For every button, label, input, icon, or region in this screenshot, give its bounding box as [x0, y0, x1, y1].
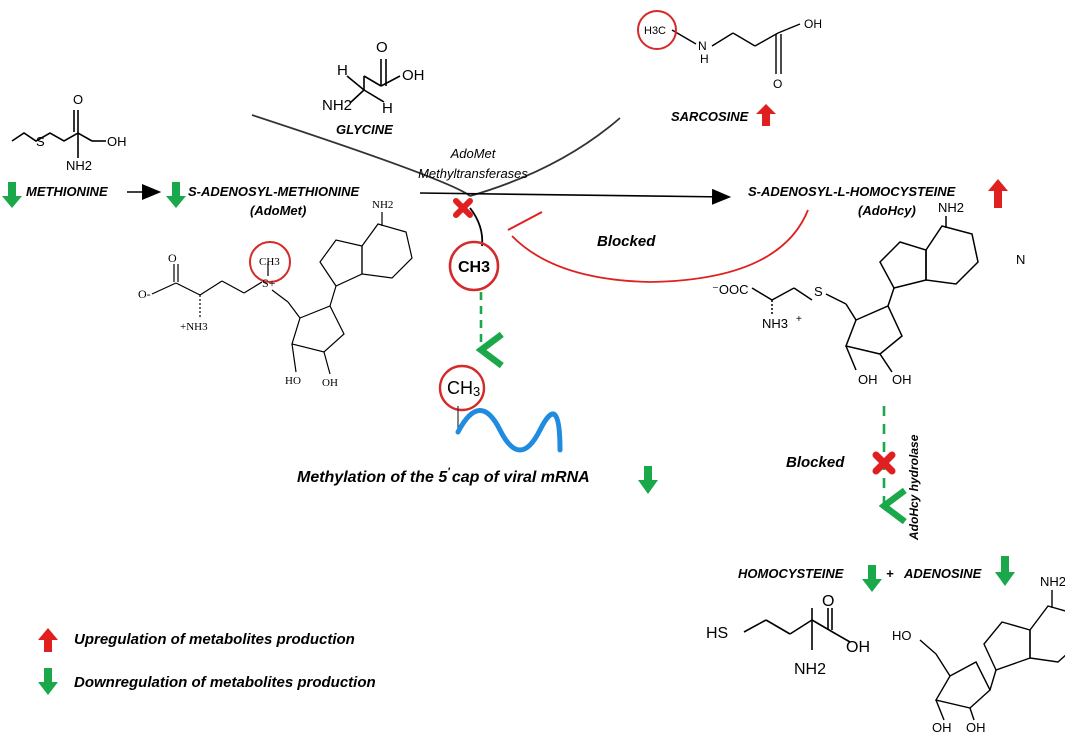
sah-nh2: NH2 [938, 200, 964, 215]
sah-label: S-ADENOSYL-L-HOMOCYSTEINE [748, 184, 956, 199]
hydrolase-red-x-icon [872, 451, 896, 475]
mrna-methylation-caption: Methylation of the 5'cap of viral mRNA [297, 466, 590, 486]
legend-upregulation: Upregulation of metabolites production [74, 631, 355, 648]
methyltransferase-label-2: Methyltransferases [418, 166, 528, 181]
glycine-to-sarcosine-arc [469, 117, 621, 197]
adomet-consumption-arc [251, 114, 471, 197]
sarcosine-oh: OH [804, 17, 822, 31]
viral-mrna-wave [455, 408, 563, 453]
methyl-transfer-red-x-icon [453, 198, 473, 218]
sarcosine-up-arrow-icon [756, 104, 776, 126]
sam-label: S-ADENOSYL-METHIONINE [188, 184, 360, 199]
sam-s-plus: S+ [262, 276, 276, 290]
mrna-methyl-label: CH3 [447, 378, 480, 399]
methionine-nh2: NH2 [66, 158, 92, 173]
legend-up-arrow-icon [38, 628, 58, 652]
sam-to-sah-arrow [419, 188, 732, 205]
methionine-oh: OH [107, 134, 127, 149]
sarcosine-o: O [773, 77, 782, 91]
sah-up-arrow-icon [988, 179, 1008, 208]
sarcosine-h3c: H3C [644, 25, 666, 37]
legend-down-arrow-icon [38, 668, 58, 695]
methionine-label: METHIONINE [26, 184, 108, 199]
sam-down-arrow-icon [166, 182, 186, 208]
methionine-down-arrow-icon [2, 182, 22, 208]
sah-oh-1: OH [858, 372, 878, 387]
sarcosine-label: SARCOSINE [671, 109, 749, 124]
adenosine-oh-1: OH [932, 720, 952, 735]
adenosine-down-arrow-icon [995, 556, 1015, 586]
sam-methyl-highlight [249, 241, 291, 283]
sam-ch3: CH3 [259, 256, 280, 268]
adenosine-oh-2: OH [966, 720, 986, 735]
sam-o-minus: O- [138, 287, 151, 301]
sah-s: S [814, 284, 823, 299]
plus-sign: + [886, 566, 894, 581]
homocysteine-o: O [822, 593, 834, 610]
homocysteine-nh2: NH2 [794, 661, 826, 678]
sam-nh3-plus: +NH3 [180, 321, 208, 333]
sam-nh2: NH2 [372, 199, 393, 211]
sah-n-ring: N [1016, 252, 1025, 267]
sah-structure [751, 216, 979, 373]
homocysteine-down-arrow-icon [862, 565, 882, 592]
glycine-h2: H [382, 100, 393, 117]
methionine-o: O [73, 92, 83, 107]
sam-abbreviation: (AdoMet) [250, 203, 306, 218]
sarcosine-methyl-highlight [637, 10, 677, 50]
adenosine-ho: HO [892, 628, 912, 643]
methyl-group-label: CH3 [458, 259, 490, 276]
mrna-methyl-highlight [438, 364, 486, 412]
glycine-label: GLYCINE [336, 122, 393, 137]
adenosine-structure [919, 590, 1065, 721]
glycine-structure [346, 59, 401, 104]
adenosine-nh2: NH2 [1040, 574, 1065, 589]
mrna-down-arrow-icon [638, 466, 658, 494]
feedback-inhibition-curve [511, 209, 809, 283]
sarcosine-structure [671, 23, 801, 74]
methionine-structure [11, 110, 106, 158]
glycine-o: O [376, 39, 388, 56]
blocked-label-2: Blocked [786, 454, 845, 471]
sarcosine-h: H [700, 52, 709, 66]
sah-nh3-plus: NH3 [762, 316, 788, 331]
sah-ooc: ⁻OOC [712, 282, 749, 297]
sah-abbreviation: (AdoHcy) [858, 203, 916, 218]
homocysteine-hs: HS [706, 625, 728, 642]
methyl-group-highlight [448, 240, 500, 292]
homocysteine-label: HOMOCYSTEINE [738, 566, 844, 581]
sah-oh-2: OH [892, 372, 912, 387]
sam-oh: OH [322, 377, 338, 389]
glycine-h1: H [337, 62, 348, 79]
sarcosine-n: N [698, 39, 707, 53]
homocysteine-oh: OH [846, 639, 870, 656]
legend-downregulation: Downregulation of metabolites production [74, 674, 376, 691]
hydrolase-label: AdoHcy hydrolase [907, 434, 921, 541]
adenosine-label: ADENOSINE [903, 566, 982, 581]
glycine-nh2: NH2 [322, 97, 352, 114]
blocked-label-1: Blocked [597, 233, 656, 250]
sam-o: O [168, 251, 177, 265]
glycine-oh: OH [402, 67, 425, 84]
sah-plus-sign: + [796, 314, 802, 325]
feedback-inhibition-bar [507, 211, 543, 231]
sam-ho: HO [285, 375, 301, 387]
sam-structure [151, 212, 413, 375]
homocysteine-structure [743, 608, 851, 650]
methionine-s: S [36, 134, 45, 149]
methyltransferase-label-1: AdoMet [450, 146, 497, 161]
